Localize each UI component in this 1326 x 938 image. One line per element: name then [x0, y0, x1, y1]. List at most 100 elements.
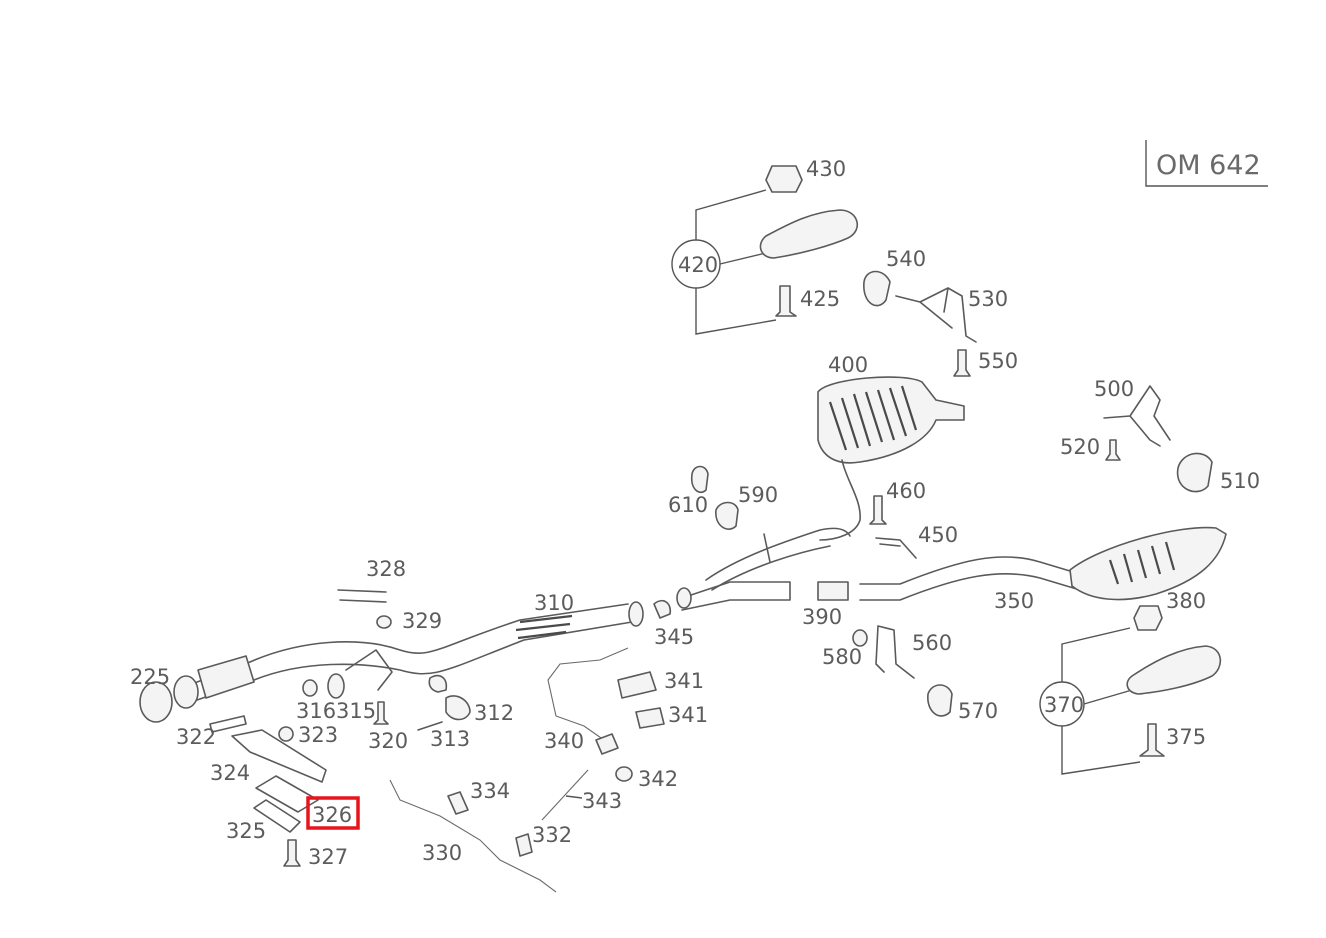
part-label-450[interactable]: 450 — [918, 523, 958, 547]
part-label-326[interactable]: 326 — [312, 803, 352, 827]
part-label-315[interactable]: 315 — [336, 699, 376, 723]
bushing-312[interactable] — [445, 695, 471, 721]
bolt-425[interactable] — [775, 285, 797, 317]
nut-316[interactable] — [302, 679, 318, 697]
sensor-cable-340[interactable] — [547, 647, 629, 741]
part-label-500[interactable]: 500 — [1094, 377, 1134, 401]
nut-323[interactable] — [278, 726, 294, 742]
rubber-buffer[interactable] — [428, 674, 448, 693]
part-label-312[interactable]: 312 — [474, 701, 514, 725]
part-label-540[interactable]: 540 — [886, 247, 926, 271]
part-label-550[interactable]: 550 — [978, 349, 1018, 373]
part-label-342[interactable]: 342 — [638, 767, 678, 791]
part-label-341b[interactable]: 341 — [668, 703, 708, 727]
part-label-334[interactable]: 334 — [470, 779, 510, 803]
clip-341b[interactable] — [635, 707, 665, 729]
bracket-341a[interactable] — [617, 671, 657, 699]
part-label-380[interactable]: 380 — [1166, 589, 1206, 613]
part-label-322[interactable]: 322 — [176, 725, 216, 749]
clamp-345[interactable] — [653, 599, 672, 619]
flex-coupling[interactable] — [197, 655, 255, 699]
screw-550[interactable] — [953, 349, 971, 377]
part-label-560[interactable]: 560 — [912, 631, 952, 655]
clamp-380[interactable] — [1133, 605, 1163, 631]
part-label-530[interactable]: 530 — [968, 287, 1008, 311]
tail-pipe-tip-420[interactable] — [759, 209, 859, 259]
rubber-mount-590[interactable] — [715, 501, 739, 530]
rear-silencer[interactable] — [1069, 526, 1227, 601]
screw-520[interactable] — [1105, 439, 1121, 461]
bolt-460[interactable] — [869, 495, 887, 525]
plate-326[interactable] — [255, 775, 319, 813]
part-label-590[interactable]: 590 — [738, 483, 778, 507]
part-label-323[interactable]: 323 — [298, 723, 338, 747]
part-label-316[interactable]: 316 — [296, 699, 336, 723]
part-label-341a[interactable]: 341 — [664, 669, 704, 693]
bolt-327[interactable] — [283, 839, 301, 867]
part-label-460[interactable]: 460 — [886, 479, 926, 503]
rubber-610[interactable] — [690, 465, 709, 494]
part-label-375[interactable]: 375 — [1166, 725, 1206, 749]
nut-329[interactable] — [376, 615, 392, 629]
nut-580[interactable] — [852, 629, 868, 647]
part-label-400[interactable]: 400 — [828, 353, 868, 377]
part-label-510[interactable]: 510 — [1220, 469, 1260, 493]
clamp-390[interactable] — [817, 581, 849, 601]
part-label-225[interactable]: 225 — [130, 665, 170, 689]
part-label-610[interactable]: 610 — [668, 493, 708, 517]
part-label-345[interactable]: 345 — [654, 625, 694, 649]
part-label-520[interactable]: 520 — [1060, 435, 1100, 459]
part-label-320[interactable]: 320 — [368, 729, 408, 753]
front-pipe-310[interactable] — [175, 603, 633, 707]
bracket-322[interactable] — [209, 715, 247, 733]
rubber-mount-510[interactable] — [1176, 452, 1213, 493]
bracket-450[interactable] — [875, 537, 917, 559]
rubber-315[interactable] — [327, 673, 345, 699]
part-label-370[interactable]: 370 — [1044, 693, 1084, 717]
part-label-580[interactable]: 580 — [822, 645, 862, 669]
plate-325[interactable] — [253, 799, 301, 833]
sensor-340[interactable] — [595, 733, 619, 755]
part-label-327[interactable]: 327 — [308, 845, 348, 869]
bolt-313[interactable] — [417, 721, 443, 731]
intermediate-pipe-end[interactable] — [676, 587, 692, 609]
grommet-342[interactable] — [615, 766, 633, 782]
rubber-mount-540[interactable] — [863, 270, 891, 307]
intermediate-pipe[interactable] — [681, 581, 791, 611]
bracket-328[interactable] — [337, 589, 387, 603]
bracket-500[interactable] — [1103, 385, 1171, 447]
hanger-310[interactable] — [345, 649, 393, 691]
bolt-320[interactable] — [373, 701, 389, 725]
part-label-340[interactable]: 340 — [544, 729, 584, 753]
bolt-375[interactable] — [1139, 723, 1165, 757]
bracket-560[interactable] — [875, 625, 915, 679]
pipe-end-310[interactable] — [628, 601, 644, 627]
part-label-329[interactable]: 329 — [402, 609, 442, 633]
hanger-bracket-530[interactable] — [895, 287, 977, 343]
part-label-430[interactable]: 430 — [806, 157, 846, 181]
part-label-325[interactable]: 325 — [226, 819, 266, 843]
clip-334[interactable] — [447, 791, 469, 815]
part-label-350[interactable]: 350 — [994, 589, 1034, 613]
part-label-313[interactable]: 313 — [430, 727, 470, 751]
clip-332[interactable] — [515, 833, 533, 857]
part-label-570[interactable]: 570 — [958, 699, 998, 723]
part-label-343[interactable]: 343 — [582, 789, 622, 813]
part-label-330[interactable]: 330 — [422, 841, 462, 865]
wire-343[interactable] — [541, 769, 589, 821]
rubber-mount-570[interactable] — [927, 684, 953, 717]
rear-pipe-350[interactable] — [859, 556, 1081, 601]
clamp-225[interactable] — [139, 681, 173, 723]
part-label-328[interactable]: 328 — [366, 557, 406, 581]
part-label-425[interactable]: 425 — [800, 287, 840, 311]
part-label-332[interactable]: 332 — [532, 823, 572, 847]
sensor-cable-330[interactable] — [389, 779, 557, 893]
tail-pipe-tip-370[interactable] — [1126, 645, 1222, 695]
part-label-324[interactable]: 324 — [210, 761, 250, 785]
part-label-310[interactable]: 310 — [534, 591, 574, 615]
bracket-324[interactable] — [231, 729, 327, 783]
part-label-420[interactable]: 420 — [678, 253, 718, 277]
clamp-430[interactable] — [765, 165, 803, 193]
part-label-390[interactable]: 390 — [802, 605, 842, 629]
pipe-flange[interactable] — [173, 675, 199, 709]
